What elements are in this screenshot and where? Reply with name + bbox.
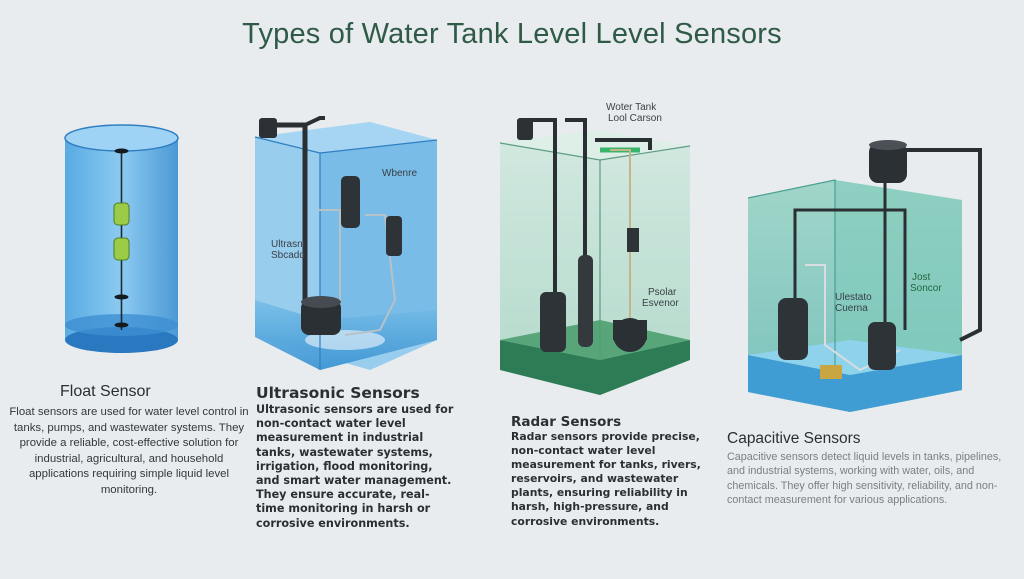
page-title: Types of Water Tank Level Level Sensors: [242, 18, 782, 50]
ultrasonic-label-top: Wbenre: [382, 168, 418, 179]
radar-label-mid-1: Psolar: [648, 287, 677, 298]
radar-description: Radar sensors provide precise, non-conta…: [511, 430, 701, 528]
ultrasonic-label-side-1: Ultrasni: [271, 239, 305, 250]
radar-heading: Radar Sensors: [511, 414, 622, 430]
float-tank: [64, 124, 179, 353]
capacitive-label-b-1: Jost: [912, 272, 931, 283]
capacitive-tank: [747, 140, 982, 412]
ultrasonic-tank: [254, 116, 438, 370]
capacitive-heading: Capacitive Sensors: [727, 430, 861, 447]
radar-label-top-2: Lool Carson: [608, 113, 662, 124]
ultrasonic-description: Ultrasonic sensors are used for non-cont…: [256, 403, 454, 530]
radar-label-mid-2: Esvenor: [642, 298, 679, 309]
capacitive-description: Capacitive sensors detect liquid levels …: [727, 451, 1002, 507]
ultrasonic-label-side-2: Sbcadd: [271, 250, 305, 261]
radar-tank: [499, 118, 691, 395]
float-heading: Float Sensor: [60, 383, 151, 400]
float-description: Float sensors are used for water level c…: [9, 406, 249, 496]
capacitive-label-a-2: Cuerna: [835, 303, 868, 314]
ultrasonic-heading: Ultrasonic Sensors: [256, 384, 420, 402]
radar-label-top-1: Woter Tank: [606, 102, 657, 113]
capacitive-label-a-1: Ulestato: [835, 292, 872, 303]
capacitive-label-b-2: Soncor: [910, 283, 942, 294]
